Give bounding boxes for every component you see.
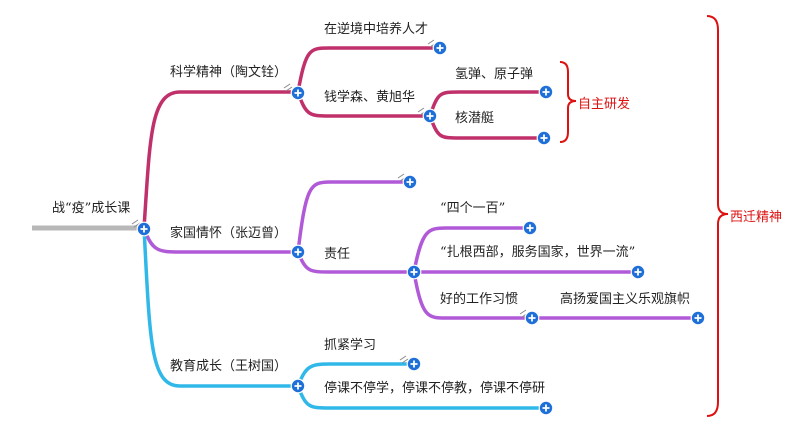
expand-button-root[interactable] [136,221,152,237]
node-submarine[interactable]: 核潜艇 [455,111,495,126]
node-patriotic-flag[interactable]: 高扬爱国主义乐观旗帜 [560,292,691,307]
expand-button-empty-node[interactable] [402,174,418,190]
node-four-hundred[interactable]: “四个一百” [440,201,506,216]
expand-button-science[interactable] [290,85,306,101]
expand-button-work-habits[interactable] [524,310,540,326]
node-study[interactable]: 抓紧学习 [324,338,377,353]
node-bombs[interactable]: 氢弹、原子弹 [455,67,534,82]
expand-button-nonstop[interactable] [538,400,554,416]
expand-button-study[interactable] [406,356,422,372]
expand-button-four-hundred[interactable] [522,220,538,236]
annotation-westward-spirit: 西迁精神 [730,210,783,225]
node-responsibility[interactable]: 责任 [324,247,351,262]
expand-button-patriotic-flag[interactable] [690,310,706,326]
expand-button-bombs[interactable] [538,84,554,100]
expand-button-scientists[interactable] [422,108,438,124]
node-scientists[interactable]: 钱学森、黄旭华 [324,90,416,105]
expand-button-adversity[interactable] [432,40,448,56]
expand-button-submarine[interactable] [536,130,552,146]
root-node-label[interactable]: 战“疫”成长课 [52,201,131,216]
branch-patriotism-label[interactable]: 家国情怀（张迈曾） [170,226,288,241]
node-work-habits[interactable]: 好的工作习惯 [440,292,519,307]
node-adversity-talent[interactable]: 在逆境中培养人才 [324,22,429,37]
bracket-westward-spirit [706,15,729,417]
expand-button-education[interactable] [290,378,306,394]
expand-button-responsibility[interactable] [406,264,422,280]
expand-button-patriotism[interactable] [290,244,306,260]
node-nonstop[interactable]: 停课不停学，停课不停教，停课不停研 [324,381,546,396]
expand-button-west-motto[interactable] [630,264,646,280]
branch-education-label[interactable]: 教育成长（王树国） [170,359,288,374]
annotation-brackets [559,15,729,417]
bracket-self-development [559,61,577,143]
node-west-motto[interactable]: “扎根西部，服务国家，世界一流” [440,245,636,260]
expand-buttons [136,40,706,416]
annotation-self-development: 自主研发 [578,97,631,112]
branch-science-label[interactable]: 科学精神（陶文铨） [170,65,288,80]
